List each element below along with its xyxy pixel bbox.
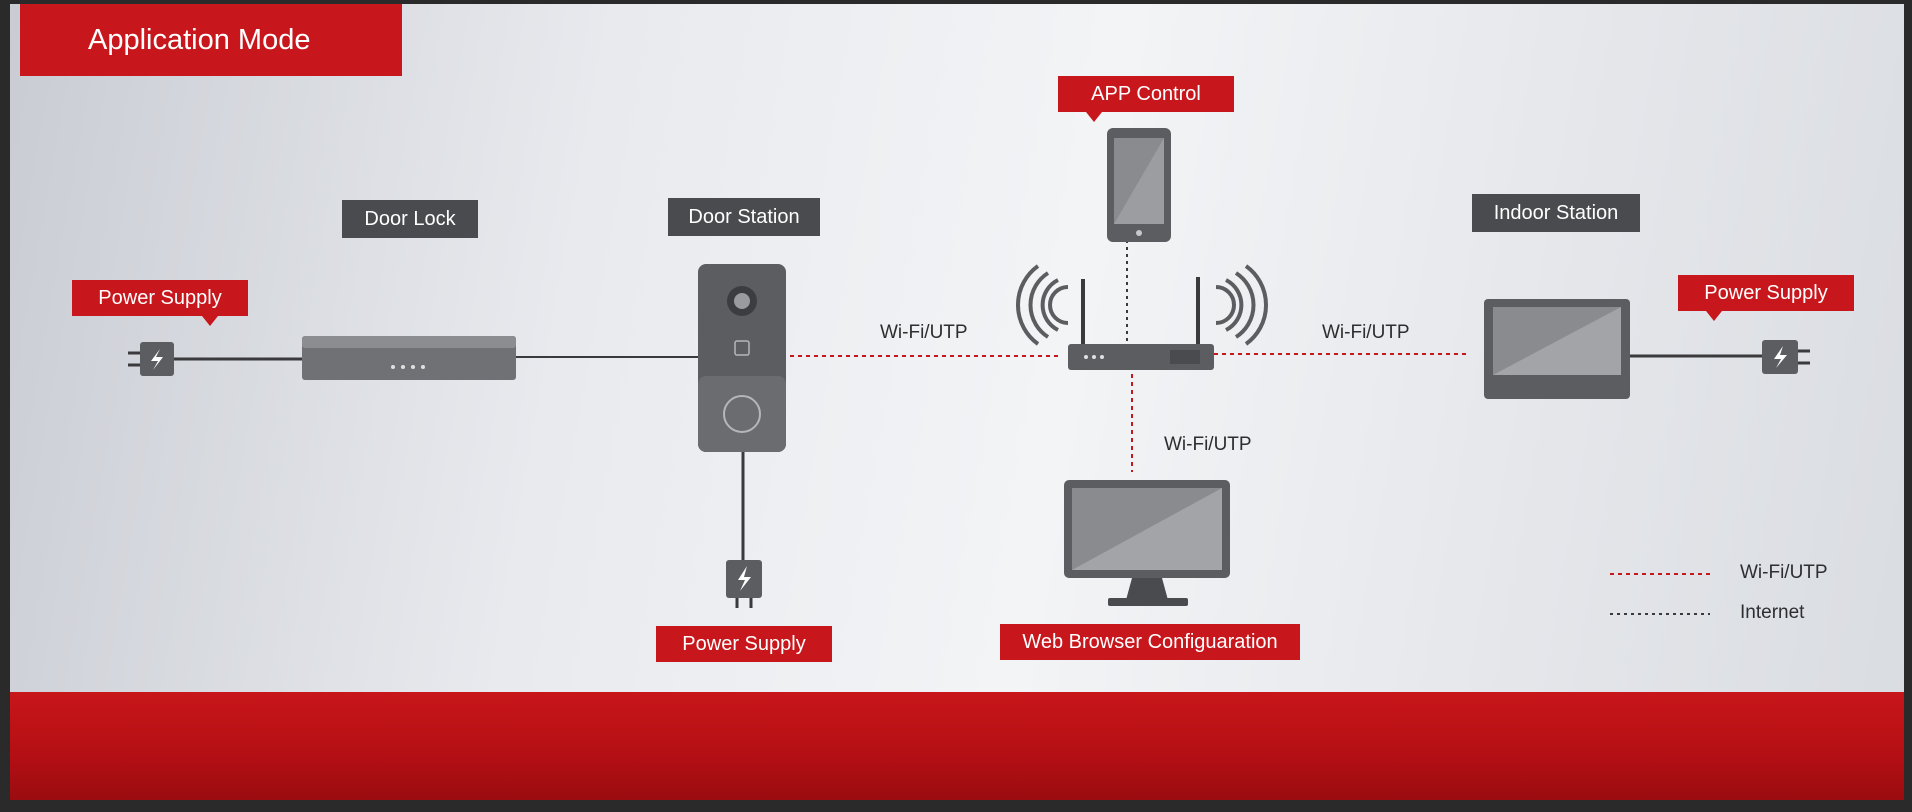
app-control-pointer [1086, 112, 1102, 122]
router-device [1015, 264, 1269, 370]
plug-icon-left [128, 342, 174, 376]
link-label-router-pc: Wi-Fi/UTP [1164, 434, 1252, 455]
page-title: Application Mode [88, 23, 311, 56]
indoor-station-label: Indoor Station [1472, 194, 1640, 232]
bottom-red-band [10, 692, 1904, 800]
legend-internet-label: Internet [1740, 602, 1805, 623]
power-supply-center-label: Power Supply [656, 626, 832, 662]
power-supply-right-label: Power Supply [1678, 275, 1854, 321]
link-label-router-indoor: Wi-Fi/UTP [1322, 322, 1410, 343]
connection-diagram [128, 128, 1810, 615]
power-supply-right-pointer [1706, 311, 1722, 321]
power-supply-center-text: Power Supply [682, 632, 806, 655]
door-lock-text: Door Lock [364, 207, 456, 230]
phone-device [1107, 128, 1171, 242]
web-browser-label: Web Browser Configuaration [1000, 624, 1300, 660]
door-lock-device [302, 336, 516, 380]
title-banner: Application Mode [20, 4, 402, 76]
power-supply-left-label: Power Supply [72, 280, 248, 326]
web-browser-text: Web Browser Configuaration [1022, 630, 1278, 653]
door-station-text: Door Station [688, 205, 800, 228]
power-supply-right-text: Power Supply [1704, 281, 1828, 304]
indoor-station-device [1484, 299, 1630, 399]
app-control-label: APP Control [1058, 76, 1234, 122]
link-label-door-router: Wi-Fi/UTP [880, 322, 968, 343]
power-supply-left-text: Power Supply [98, 286, 222, 309]
plug-icon-center [726, 560, 762, 608]
indoor-station-text: Indoor Station [1493, 201, 1619, 224]
package-panel: Application Mode [10, 4, 1904, 800]
door-station-label: Door Station [668, 198, 820, 236]
legend-wifi-label: Wi-Fi/UTP [1740, 562, 1828, 583]
app-control-text: APP Control [1091, 82, 1201, 105]
door-station-device [698, 264, 786, 452]
plug-icon-right [1762, 340, 1810, 374]
door-lock-label: Door Lock [342, 200, 478, 238]
power-supply-left-pointer [202, 316, 218, 326]
monitor-device [1064, 480, 1230, 606]
